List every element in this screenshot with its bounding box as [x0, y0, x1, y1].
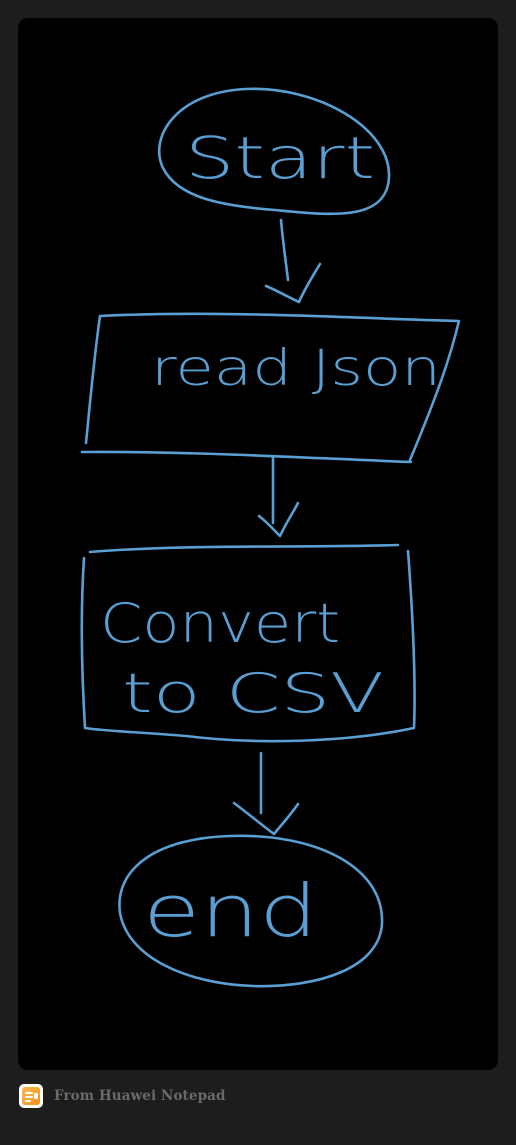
convert-label-line1: Convert [100, 592, 340, 655]
arrow-convert-to-end [232, 751, 300, 836]
end-label: end [143, 869, 318, 953]
footer-source-text: From Huawei Notepad [54, 1088, 226, 1104]
notepad-app-icon [19, 1084, 43, 1108]
arrow-read-to-convert [257, 454, 300, 538]
start-label: Start [185, 124, 375, 192]
read-json-shape [80, 312, 461, 464]
note-canvas: Start read Json Convert to CSV end [18, 18, 498, 1070]
convert-shape [80, 543, 416, 743]
end-ellipse [118, 834, 384, 988]
start-ellipse [157, 87, 391, 216]
flowchart-drawing: Start read Json Convert to CSV end [80, 87, 461, 988]
read-json-label: read Json [151, 339, 441, 397]
convert-label-line2: to CSV [122, 662, 384, 725]
footer-source: From Huawei Notepad [19, 1084, 226, 1108]
arrow-start-to-read [264, 218, 322, 304]
